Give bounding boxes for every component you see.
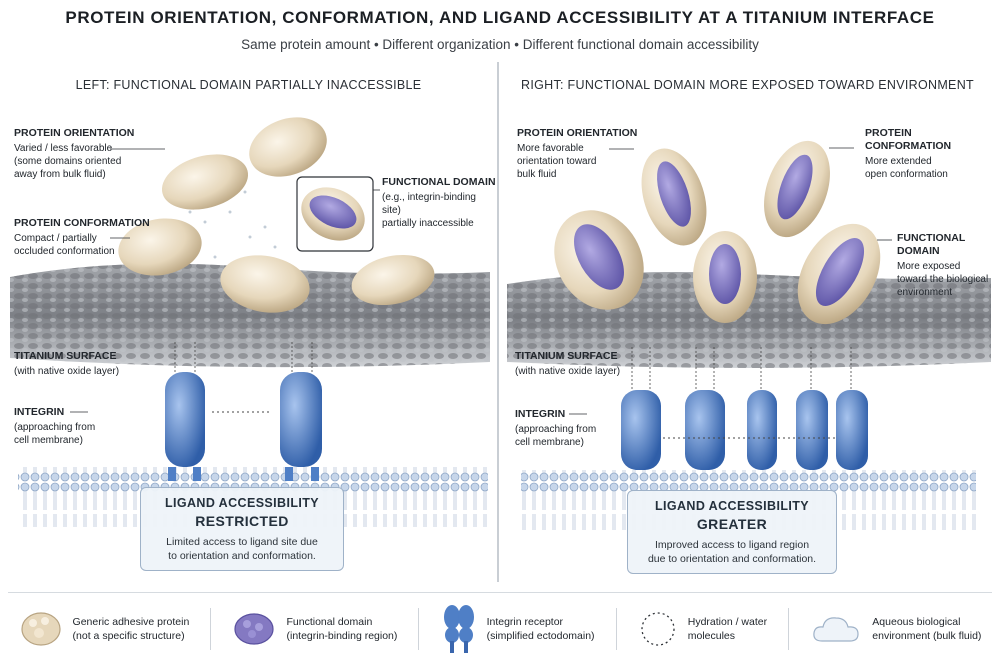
right-panel: RIGHT: FUNCTIONAL DOMAIN MORE EXPOSED TO…	[499, 62, 996, 582]
protein-blob	[249, 117, 327, 177]
label-text: (e.g., integrin-binding site) partially …	[382, 192, 476, 229]
left-functional-label: FUNCTIONAL DOMAIN (e.g., integrin-bindin…	[382, 176, 497, 230]
protein-with-domain	[641, 148, 707, 246]
right-accessibility-box: LIGAND ACCESSIBILITY GREATER Improved ac…	[627, 490, 837, 574]
label-text: More extended open conformation	[865, 156, 948, 180]
legend-text: Functional domain (integrin-binding regi…	[286, 615, 398, 642]
integrin-pair	[796, 347, 828, 470]
legend-text: Integrin receptor (simplified ectodomain…	[486, 615, 595, 642]
left-accessibility-box: LIGAND ACCESSIBILITY RESTRICTED Limited …	[140, 487, 344, 571]
left-integrin-label: INTEGRIN (approaching from cell membrane…	[14, 406, 95, 447]
label-title: INTEGRIN	[515, 408, 566, 420]
protein-blob	[118, 218, 202, 276]
figure-subtitle: Same protein amount • Different organiza…	[241, 37, 759, 52]
functional-domain-icon	[234, 612, 275, 645]
legend-divider	[615, 607, 617, 650]
right-integrin-label: INTEGRIN (approaching from cell membrane…	[515, 408, 596, 449]
label-text: More exposed toward the biological envir…	[897, 261, 989, 298]
legend-item-generic-protein: Generic adhesive protein (not a specific…	[19, 609, 190, 649]
integrin-pair	[747, 347, 777, 470]
left-surface-label: TITANIUM SURFACE (with native oxide laye…	[14, 350, 119, 378]
legend-text: Aqueous biological environment (bulk flu…	[872, 615, 982, 642]
integrin-pair	[280, 342, 322, 481]
legend-item-functional-domain: Functional domain (integrin-binding regi…	[232, 609, 397, 649]
legend-divider	[788, 607, 790, 650]
accessibility-status: GREATER	[696, 516, 768, 532]
protein-with-domain	[797, 223, 881, 325]
generic-protein-icon	[20, 611, 61, 646]
label-title: FUNCTIONAL DOMAIN	[897, 232, 966, 257]
integrin-pair	[685, 347, 725, 470]
accessibility-text: Limited access to ligand site due to ori…	[166, 536, 318, 562]
label-text: (approaching from cell membrane)	[515, 424, 597, 448]
legend: Generic adhesive protein (not a specific…	[8, 592, 992, 664]
right-surface-label: TITANIUM SURFACE (with native oxide laye…	[515, 350, 620, 378]
label-text: More favorable orientation toward bulk f…	[517, 143, 597, 180]
label-title: INTEGRIN	[14, 406, 65, 418]
label-text: Varied / less favorable (some domains or…	[14, 143, 122, 180]
protein-with-domain	[693, 231, 757, 323]
legend-item-hydration: Hydration / water molecules	[638, 609, 767, 649]
left-orientation-label: PROTEIN ORIENTATION Varied / less favora…	[14, 127, 134, 181]
label-text: (approaching from cell membrane)	[14, 422, 96, 446]
label-title: PROTEIN ORIENTATION	[14, 127, 135, 139]
integrin-pair	[621, 347, 661, 470]
legend-text: Hydration / water molecules	[687, 615, 768, 642]
legend-item-aqueous-environment: Aqueous biological environment (bulk flu…	[810, 611, 981, 647]
legend-divider	[210, 607, 212, 650]
legend-item-integrin: Integrin receptor (simplified ectodomain…	[441, 603, 595, 655]
legend-text: Generic adhesive protein (not a specific…	[72, 615, 190, 642]
accessibility-title: LIGAND ACCESSIBILITY	[654, 499, 810, 513]
label-text: (with native oxide layer)	[515, 366, 621, 377]
label-title: TITANIUM SURFACE	[14, 350, 117, 362]
panel-divider	[497, 62, 499, 582]
label-title: PROTEIN ORIENTATION	[517, 127, 638, 139]
label-title: TITANIUM SURFACE	[515, 350, 618, 362]
label-title: PROTEIN CONFORMATION	[865, 127, 952, 152]
hydration-icon	[641, 611, 675, 646]
label-title: FUNCTIONAL DOMAIN	[382, 176, 496, 188]
integrin-pair	[165, 342, 205, 481]
right-orientation-label: PROTEIN ORIENTATION More favorable orien…	[517, 127, 637, 181]
accessibility-title: LIGAND ACCESSIBILITY	[164, 496, 320, 510]
label-title: PROTEIN CONFORMATION	[14, 217, 150, 229]
protein-with-domain	[554, 210, 644, 310]
right-conformation-label: PROTEIN CONFORMATION More extended open …	[865, 127, 996, 181]
protein-with-domain	[764, 140, 830, 238]
integrin-receptor-icon	[443, 604, 474, 653]
protein-blob	[351, 254, 435, 306]
cloud-icon	[813, 616, 859, 642]
left-panel: LEFT: FUNCTIONAL DOMAIN PARTIALLY INACCE…	[0, 62, 497, 582]
accessibility-text: Improved access to ligand region due to …	[647, 539, 817, 565]
protein-with-domain	[301, 187, 365, 241]
label-text: (with native oxide layer)	[14, 366, 120, 377]
protein-blob	[220, 255, 310, 313]
left-conformation-label: PROTEIN CONFORMATION Compact / partially…	[14, 217, 150, 258]
protein-blob	[161, 154, 249, 210]
legend-divider	[418, 607, 420, 650]
integrin-pair	[836, 347, 868, 470]
right-panel-heading: RIGHT: FUNCTIONAL DOMAIN MORE EXPOSED TO…	[521, 78, 974, 92]
accessibility-status: RESTRICTED	[195, 513, 289, 529]
right-functional-label: FUNCTIONAL DOMAIN More exposed toward th…	[897, 232, 996, 299]
figure-title: PROTEIN ORIENTATION, CONFORMATION, AND L…	[65, 8, 935, 27]
label-text: Compact / partially occluded conformatio…	[14, 233, 115, 257]
left-panel-heading: LEFT: FUNCTIONAL DOMAIN PARTIALLY INACCE…	[75, 78, 422, 92]
